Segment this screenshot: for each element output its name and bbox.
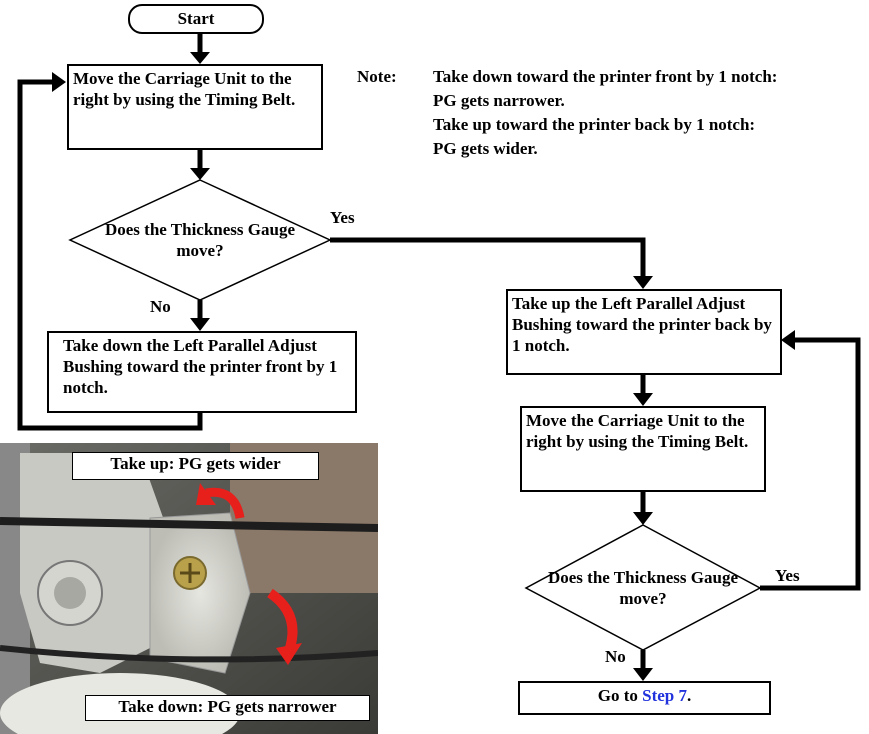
no-label-right: No	[605, 647, 626, 666]
step-move-carriage-right: Move the Carriage Unit to the right by u…	[520, 406, 766, 492]
goto-suffix: .	[687, 686, 692, 705]
arrowheads	[52, 52, 795, 681]
start-terminator: Start	[128, 4, 264, 34]
note-line-4: PG gets wider.	[433, 139, 538, 158]
caption-take-up: Take up: PG gets wider	[72, 452, 319, 480]
goto-prefix: Go to	[597, 686, 643, 705]
decision-diamond-left	[68, 179, 332, 301]
take-up-arrow	[205, 487, 245, 519]
step-move-carriage-left: Move the Carriage Unit to the right by u…	[67, 64, 323, 150]
take-down-arrow	[267, 588, 298, 650]
caption-take-down: Take down: PG gets narrower	[85, 695, 370, 721]
yes-label-right: Yes	[775, 566, 800, 585]
no-label-left: No	[150, 297, 171, 316]
mechanism-illustration	[0, 443, 378, 734]
note-body: Take down toward the printer front by 1 …	[433, 65, 863, 161]
step-take-down: Take down the Left Parallel Adjust Bushi…	[47, 331, 357, 413]
step-goto: Go to Step 7.	[518, 681, 771, 715]
yes-label-left: Yes	[330, 208, 355, 227]
note-line-3: Take up toward the printer back by 1 not…	[433, 115, 756, 134]
note-line-2: PG gets narrower.	[433, 91, 565, 110]
note-line-1: Take down toward the printer front by 1 …	[433, 67, 778, 86]
mechanism-photo: Take up: PG gets wider Take down: PG get…	[0, 443, 378, 734]
step-take-up: Take up the Left Parallel Adjust Bushing…	[506, 289, 782, 375]
decision-diamond-right	[524, 524, 762, 651]
step-7-link[interactable]: Step 7	[642, 686, 687, 705]
note-label: Note:	[357, 67, 397, 86]
decision-text-right: Does the Thickness Gauge move?	[547, 568, 738, 608]
decision-text-left: Does the Thickness Gauge move?	[104, 220, 295, 260]
